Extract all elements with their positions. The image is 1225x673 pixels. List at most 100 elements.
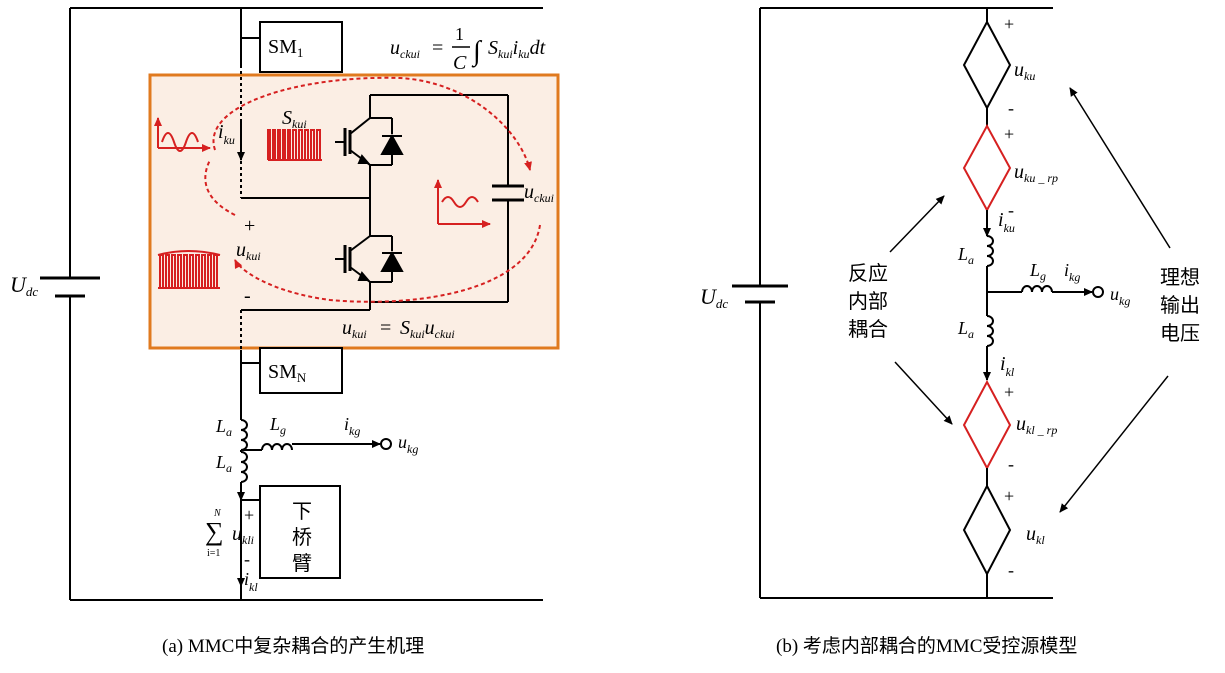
- capacitor-voltage-formula: uckui = 1 C ∫ Skuiikudt: [390, 24, 546, 74]
- u-ku-minus: -: [1008, 98, 1014, 118]
- u-kl-label: u: [1026, 523, 1036, 545]
- svg-text:uckui: uckui: [390, 37, 420, 61]
- u-kl-sub: kl: [1036, 533, 1045, 547]
- formula-top-den: C: [453, 52, 467, 74]
- left-note-2: 内部: [848, 289, 888, 313]
- lg-sub-b: g: [1040, 269, 1046, 283]
- i-ku-label-b: i: [998, 209, 1004, 231]
- svg-text:Lg: Lg: [269, 414, 286, 437]
- la-bottom-sub-b: a: [968, 327, 974, 341]
- formula-top-eq: =: [432, 37, 443, 59]
- u-ku-plus: +: [1004, 14, 1014, 34]
- i-ku-sub-b: ku: [1004, 221, 1015, 235]
- formula-bottom-eq: =: [380, 317, 391, 339]
- svg-text:SMN: SMN: [268, 361, 307, 385]
- svg-text:Skui: Skui: [282, 107, 307, 131]
- ukui-minus: -: [244, 285, 251, 307]
- svg-text:iku: iku: [218, 121, 235, 147]
- lg-sub-a: g: [280, 423, 286, 437]
- formula-top-i: i: [513, 37, 519, 59]
- right-note-2: 输出: [1160, 293, 1200, 317]
- svg-text:iku: iku: [998, 209, 1015, 235]
- panel-b: Udc + uku - + uku _ rp - iku La Lg ikg u…: [700, 7, 1200, 657]
- formula-top-lhs: u: [390, 37, 400, 59]
- ukg-label-a: u: [398, 432, 407, 452]
- svg-text:uckui: uckui: [524, 181, 554, 205]
- sum-symbol: ∑: [205, 517, 224, 546]
- u-ku-sub: ku: [1024, 69, 1035, 83]
- la-bottom-sub-a: a: [226, 461, 232, 475]
- left-note-1: 反应: [848, 261, 888, 285]
- u-ku-rp-sub: ku _ rp: [1024, 171, 1058, 185]
- output-terminal-a: [380, 438, 392, 450]
- smn-label: SM: [268, 361, 297, 383]
- svg-text:ukl: ukl: [1026, 523, 1045, 547]
- la-top-label-b: L: [957, 244, 968, 264]
- ikl-label-a: i: [244, 569, 249, 589]
- formula-bottom-lhs: u: [342, 317, 352, 339]
- ukui-plus: +: [244, 215, 255, 237]
- uckui-sub: ckui: [534, 191, 554, 205]
- smn-box: [259, 347, 343, 394]
- caption-b: (b) 考虑内部耦合的MMC受控源模型: [776, 635, 1077, 657]
- formula-top-lhs-sub: ckui: [400, 47, 420, 61]
- ikg-sub-a: kg: [349, 424, 360, 438]
- dc-source-b: [732, 284, 788, 304]
- udc-sub-a: dc: [26, 284, 39, 299]
- formula-bottom-u-sub: ckui: [435, 327, 455, 341]
- arm-voltage-formula: ukui = Skuiuckui: [342, 317, 455, 341]
- u-kl-rp-plus: +: [1004, 382, 1014, 402]
- svg-text:uku _ rp: uku _ rp: [1014, 161, 1058, 185]
- la-lower-coil: [240, 451, 248, 483]
- uckui-label: u: [524, 181, 534, 203]
- la-bottom-label-a: L: [215, 452, 226, 472]
- svg-text:Skuiikudt: Skuiikudt: [488, 37, 546, 61]
- formula-top-int: ∫: [471, 36, 483, 68]
- caption-a: (a) MMC中复杂耦合的产生机理: [162, 635, 424, 657]
- u-kl-minus: -: [1008, 560, 1014, 580]
- formula-top-s-sub: kui: [498, 47, 513, 61]
- sm1-sub: 1: [297, 45, 304, 60]
- formula-top-num: 1: [455, 24, 464, 44]
- lower-arm-char-2: 桥: [292, 525, 312, 549]
- ukg-sub-a: kg: [407, 442, 418, 456]
- output-terminal-b: [1092, 286, 1104, 298]
- svg-text:Udc: Udc: [10, 272, 38, 299]
- lower-arm-box: [259, 485, 341, 579]
- sum-top: N: [213, 508, 222, 519]
- u-kl-rp-sub: kl _ rp: [1026, 423, 1057, 437]
- la-upper-coil-b: [986, 235, 994, 267]
- svg-text:ukli: ukli: [232, 523, 254, 547]
- svg-text:ukui: ukui: [236, 239, 261, 263]
- svg-text:La: La: [957, 244, 974, 267]
- svg-text:SM1: SM1: [268, 36, 303, 60]
- i-kl-label-b: i: [1000, 353, 1006, 375]
- ikg-label-b: i: [1064, 260, 1069, 280]
- formula-bottom-s: S: [400, 317, 410, 339]
- i-kl-sub-b: kl: [1006, 365, 1015, 379]
- half-bridge: [335, 94, 524, 303]
- iku-sub-a: ku: [224, 133, 235, 147]
- svg-text:ukui: ukui: [342, 317, 367, 341]
- ukg-label-b: u: [1110, 284, 1119, 304]
- sum-minus: -: [244, 549, 250, 569]
- svg-text:ikg: ikg: [344, 414, 360, 438]
- panel-a: SM1 SMN uckui = 1 C ∫ Skuiikudt ukui = S…: [10, 7, 560, 657]
- svg-text:ikg: ikg: [1064, 260, 1080, 284]
- la-top-label-a: L: [215, 416, 226, 436]
- la-top-sub-b: a: [968, 253, 974, 267]
- ukui-sub: kui: [246, 249, 261, 263]
- u-ku-rp-plus: +: [1004, 124, 1014, 144]
- sm1-box: [259, 21, 343, 73]
- formula-bottom-u: u: [425, 317, 435, 339]
- svg-text:ukg: ukg: [398, 432, 418, 456]
- svg-text:Udc: Udc: [700, 284, 728, 311]
- formula-top-i-sub: ku: [518, 47, 529, 61]
- formula-top-dt: dt: [530, 37, 546, 59]
- right-note-1: 理想: [1160, 265, 1200, 289]
- lg-coil-b: [1021, 285, 1053, 293]
- ikg-label-a: i: [344, 414, 349, 434]
- sum-plus: +: [244, 505, 254, 525]
- u-ku-rp-minus: -: [1008, 200, 1014, 220]
- u-kl-plus: +: [1004, 486, 1014, 506]
